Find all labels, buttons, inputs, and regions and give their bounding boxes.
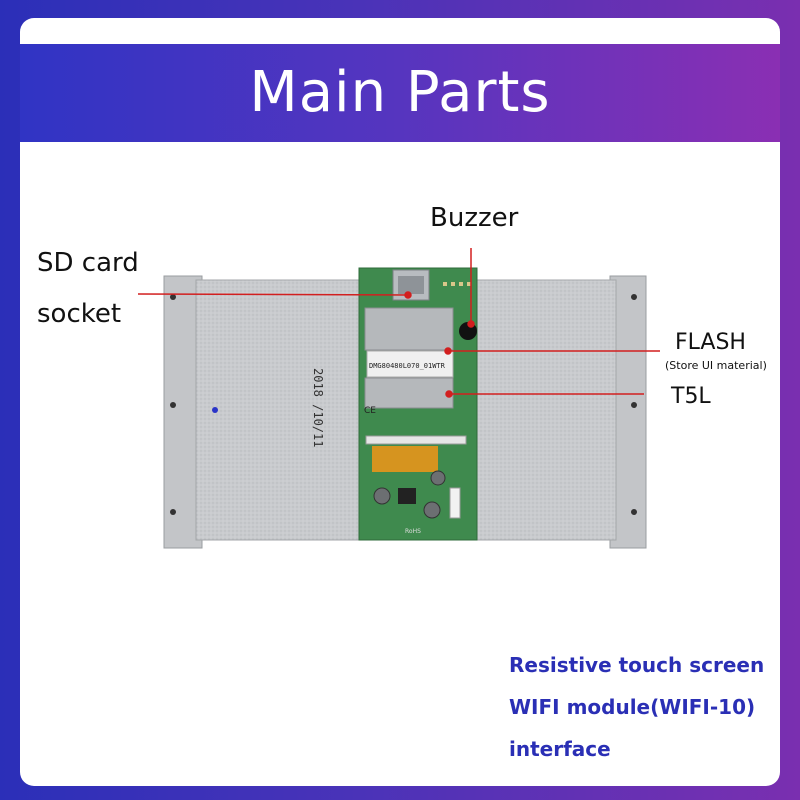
- date-stamp: 2018 /10/11: [311, 368, 325, 447]
- chip-label-sticker: [366, 350, 454, 378]
- flash-note-label: (Store UI material): [665, 359, 767, 372]
- rohs-mark: RoHS: [405, 528, 421, 535]
- mount-hole: [170, 509, 176, 515]
- feature-touch-screen: Resistive touch screen: [509, 653, 765, 677]
- mount-hole: [631, 509, 637, 515]
- chip-label-text: DMG80480L070_01WTR: [369, 362, 446, 370]
- sd-card-label-line1: SD card: [37, 248, 139, 278]
- t5l-label: T5L: [671, 384, 711, 409]
- mount-hole: [170, 402, 176, 408]
- mount-hole: [631, 294, 637, 300]
- feature-interface: interface: [509, 737, 611, 761]
- fpc-connector: [365, 435, 467, 445]
- product-photo: 2018 /10/11 DMG80480L070_01WTR CE RoHS: [137, 248, 660, 549]
- ce-mark: CE: [364, 406, 376, 416]
- sd-card-label-line2: socket: [37, 299, 122, 329]
- buzzer-label: Buzzer: [430, 203, 519, 233]
- feature-wifi-module: WIFI module(WIFI-10): [509, 695, 756, 719]
- product-card: Main Parts: [20, 18, 780, 786]
- ribbon-cable: [372, 446, 438, 472]
- mount-hole: [170, 294, 176, 300]
- pcb-board: [358, 267, 478, 541]
- mount-hole: [631, 402, 637, 408]
- flash-label: FLASH: [675, 330, 746, 355]
- blue-dot: [212, 407, 218, 413]
- callout-lines: [137, 248, 660, 398]
- page-title: Main Parts: [249, 60, 551, 125]
- title-banner: Main Parts: [20, 44, 780, 142]
